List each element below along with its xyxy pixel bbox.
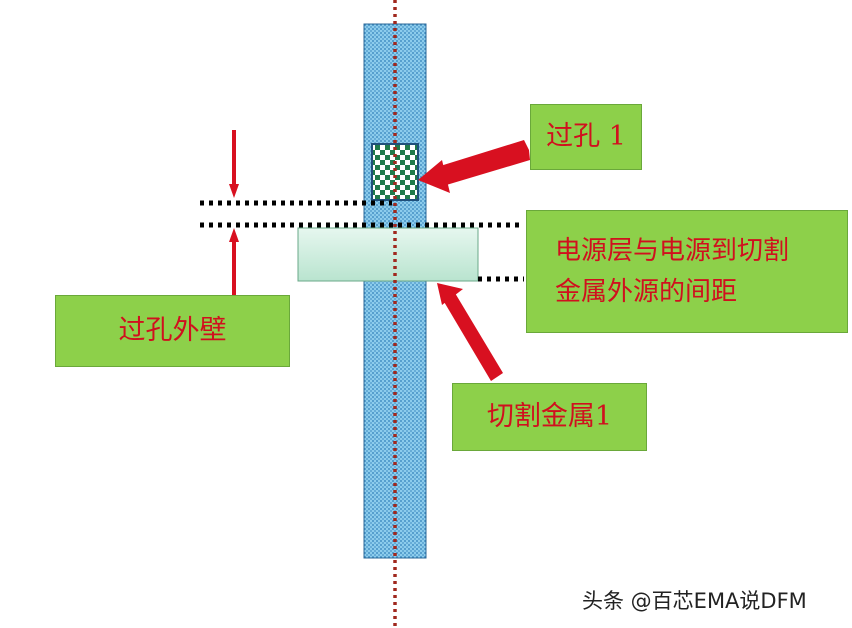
power-layer [297, 227, 479, 282]
power-spacing-label-box: 电源层与电源到切割 金属外源的间距 [526, 210, 848, 333]
watermark: 头条 @百芯EMA说DFM [582, 589, 807, 613]
via-column-lower [363, 278, 427, 559]
dimension-arrow-top [229, 130, 239, 198]
via-wall-label: 过孔外壁 [118, 314, 227, 346]
via-label: 过孔 1 [546, 120, 626, 152]
cut-metal-label: 切割金属1 [486, 400, 613, 432]
via-pointer-arrow [418, 140, 530, 193]
via-label-box: 过孔 1 [530, 104, 642, 170]
power-spacing-label-line2: 金属外源的间距 [555, 276, 738, 307]
dimension-arrow-bottom [229, 228, 239, 296]
via-wall-label-box: 过孔外壁 [55, 295, 290, 367]
cut-metal-label-box: 切割金属1 [452, 383, 647, 451]
cut-metal-pointer-arrow [437, 283, 503, 381]
power-spacing-label-line1: 电源层与电源到切割 [555, 236, 790, 267]
